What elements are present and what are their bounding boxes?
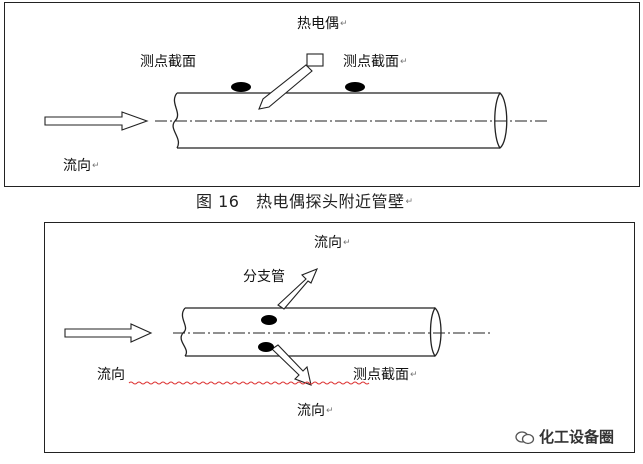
pipe-body [185, 307, 435, 357]
pipe-left-break [180, 307, 187, 357]
section-label-left: 测点截面 [140, 54, 196, 70]
pipe-right-end [429, 306, 442, 357]
flow-label: 流向↵ [63, 158, 100, 174]
figure-bottom-frame: 流向↵ 分支管 流向 测点截面↵ 流向↵ 化工设备圈 [44, 222, 635, 453]
flow-label-left: 流向 [97, 367, 125, 383]
thermocouple-head [306, 53, 324, 67]
watermark: 化工设备圈 [515, 428, 614, 446]
wechat-icon [515, 430, 535, 444]
thermocouple-probe [258, 64, 313, 110]
figure-bottom-drawing [64, 267, 493, 386]
branch-pipe-lower [271, 344, 312, 386]
branch-pipe-label: 分支管 [243, 269, 285, 285]
section-label: 测点截面↵ [353, 367, 418, 383]
section-label-right: 测点截面↵ [343, 54, 408, 70]
thermocouple-label: 热电偶↵ [297, 16, 348, 32]
spellcheck-underline [128, 381, 370, 385]
measure-point-top [261, 315, 277, 325]
figure-16-drawing [44, 53, 547, 149]
measure-point-left [231, 82, 251, 92]
flow-label-top: 流向↵ [314, 235, 351, 251]
branch-pipe-upper [277, 267, 319, 310]
pipe-body [177, 92, 500, 149]
figure-16-caption: 图 16 热电偶探头附近管壁↵ [196, 192, 414, 211]
flow-label-bottom: 流向↵ [297, 403, 334, 419]
flow-arrow [44, 111, 149, 131]
flow-arrow-inlet [64, 323, 153, 343]
measure-point-right [345, 82, 365, 92]
measure-point-bottom [258, 342, 274, 352]
figure-16-frame: 热电偶↵ 测点截面 测点截面↵ 流向↵ [4, 2, 640, 187]
